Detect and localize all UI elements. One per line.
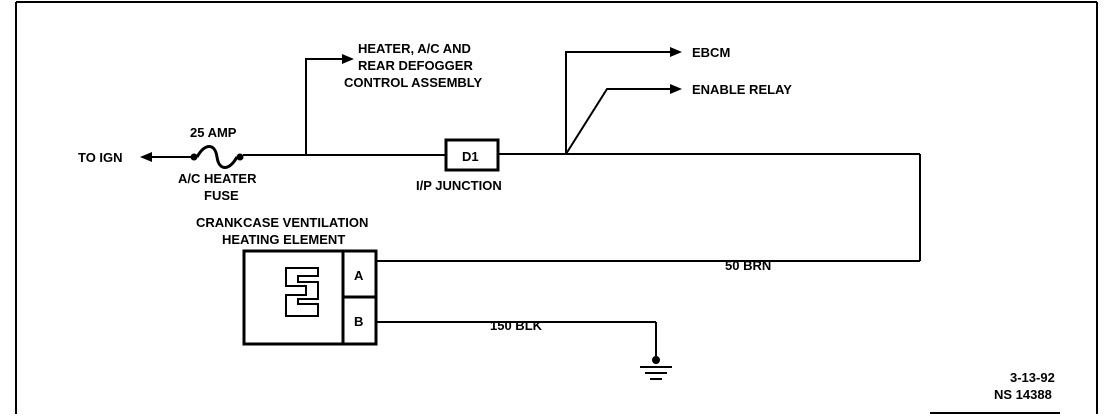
pin-a-label: A bbox=[354, 268, 364, 283]
ebcm-arrow bbox=[670, 47, 682, 57]
connector-pin-a bbox=[341, 249, 378, 299]
to-ign-arrow bbox=[140, 152, 152, 162]
ebcm-label: EBCM bbox=[692, 45, 730, 60]
diagram-ref-number: NS 14388 bbox=[994, 387, 1052, 402]
fuse-rating-label: 25 AMP bbox=[190, 125, 237, 140]
ground-splice-dot bbox=[652, 356, 660, 364]
diagram-date: 3-13-92 bbox=[1010, 370, 1055, 385]
wire-150-blk-label: 150 BLK bbox=[490, 318, 543, 333]
connector-pin-b bbox=[341, 295, 378, 346]
ip-junction-pin: D1 bbox=[462, 149, 479, 164]
hvac-label-3: CONTROL ASSEMBLY bbox=[344, 75, 483, 90]
ground-icon bbox=[640, 366, 672, 380]
enable-relay-branch-wire bbox=[565, 88, 672, 155]
fuse-terminal-right bbox=[236, 153, 244, 161]
hvac-branch-wire bbox=[305, 58, 345, 155]
fuse-name-label-2: FUSE bbox=[204, 188, 239, 203]
ebcm-branch-wire bbox=[565, 51, 672, 154]
hvac-arrow bbox=[342, 54, 354, 64]
hvac-label-1: HEATER, A/C AND bbox=[358, 41, 471, 56]
heating-element-coil bbox=[285, 267, 319, 317]
fuse-name-label: A/C HEATER bbox=[178, 171, 257, 186]
fuse-symbol bbox=[195, 145, 239, 169]
enable-relay-label: ENABLE RELAY bbox=[692, 82, 792, 97]
element-label-2: HEATING ELEMENT bbox=[222, 232, 345, 247]
ip-junction-label: I/P JUNCTION bbox=[416, 178, 502, 193]
element-label-1: CRANKCASE VENTILATION bbox=[196, 215, 368, 230]
ip-junction-box bbox=[444, 138, 500, 172]
pin-b-label: B bbox=[354, 314, 363, 329]
enable-relay-arrow bbox=[670, 84, 682, 94]
to-ign-label: TO IGN bbox=[78, 150, 123, 165]
fuse-terminal-left bbox=[190, 153, 198, 161]
wire-50-brn-label: 50 BRN bbox=[725, 258, 771, 273]
hvac-label-2: REAR DEFOGGER bbox=[358, 58, 473, 73]
diagram-frame bbox=[15, 1, 1098, 414]
